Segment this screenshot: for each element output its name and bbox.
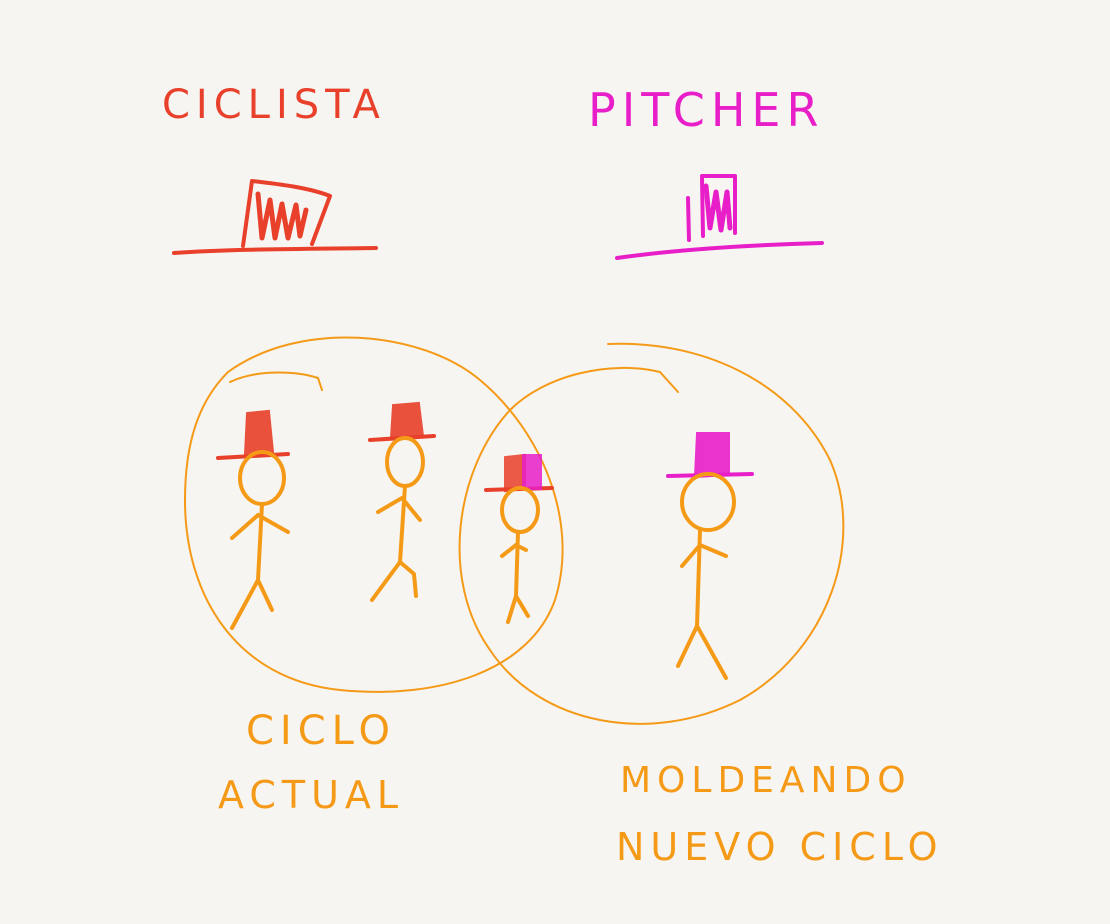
pitcher-hat-icon: [615, 174, 824, 260]
caption-nuevo-ciclo: NUEVO CICLO: [616, 825, 944, 869]
circle-ciclo-actual: [183, 336, 564, 693]
caption-moldeando: MOLDEANDO: [620, 760, 912, 801]
figure-ciclista-1: [216, 409, 290, 630]
venn-circles: [183, 336, 845, 725]
heading-pitcher: PITCHER: [588, 83, 824, 137]
figure-ciclista-2: [368, 401, 436, 602]
circle-moldeando: [458, 342, 845, 725]
ciclista-hat-icon: [172, 179, 378, 255]
figure-pitcher: [666, 432, 754, 680]
caption-actual: ACTUAL: [218, 773, 404, 817]
figure-transition: [484, 453, 554, 624]
caption-ciclo: CICLO: [246, 708, 396, 754]
heading-ciclista: CICLISTA: [162, 82, 386, 128]
